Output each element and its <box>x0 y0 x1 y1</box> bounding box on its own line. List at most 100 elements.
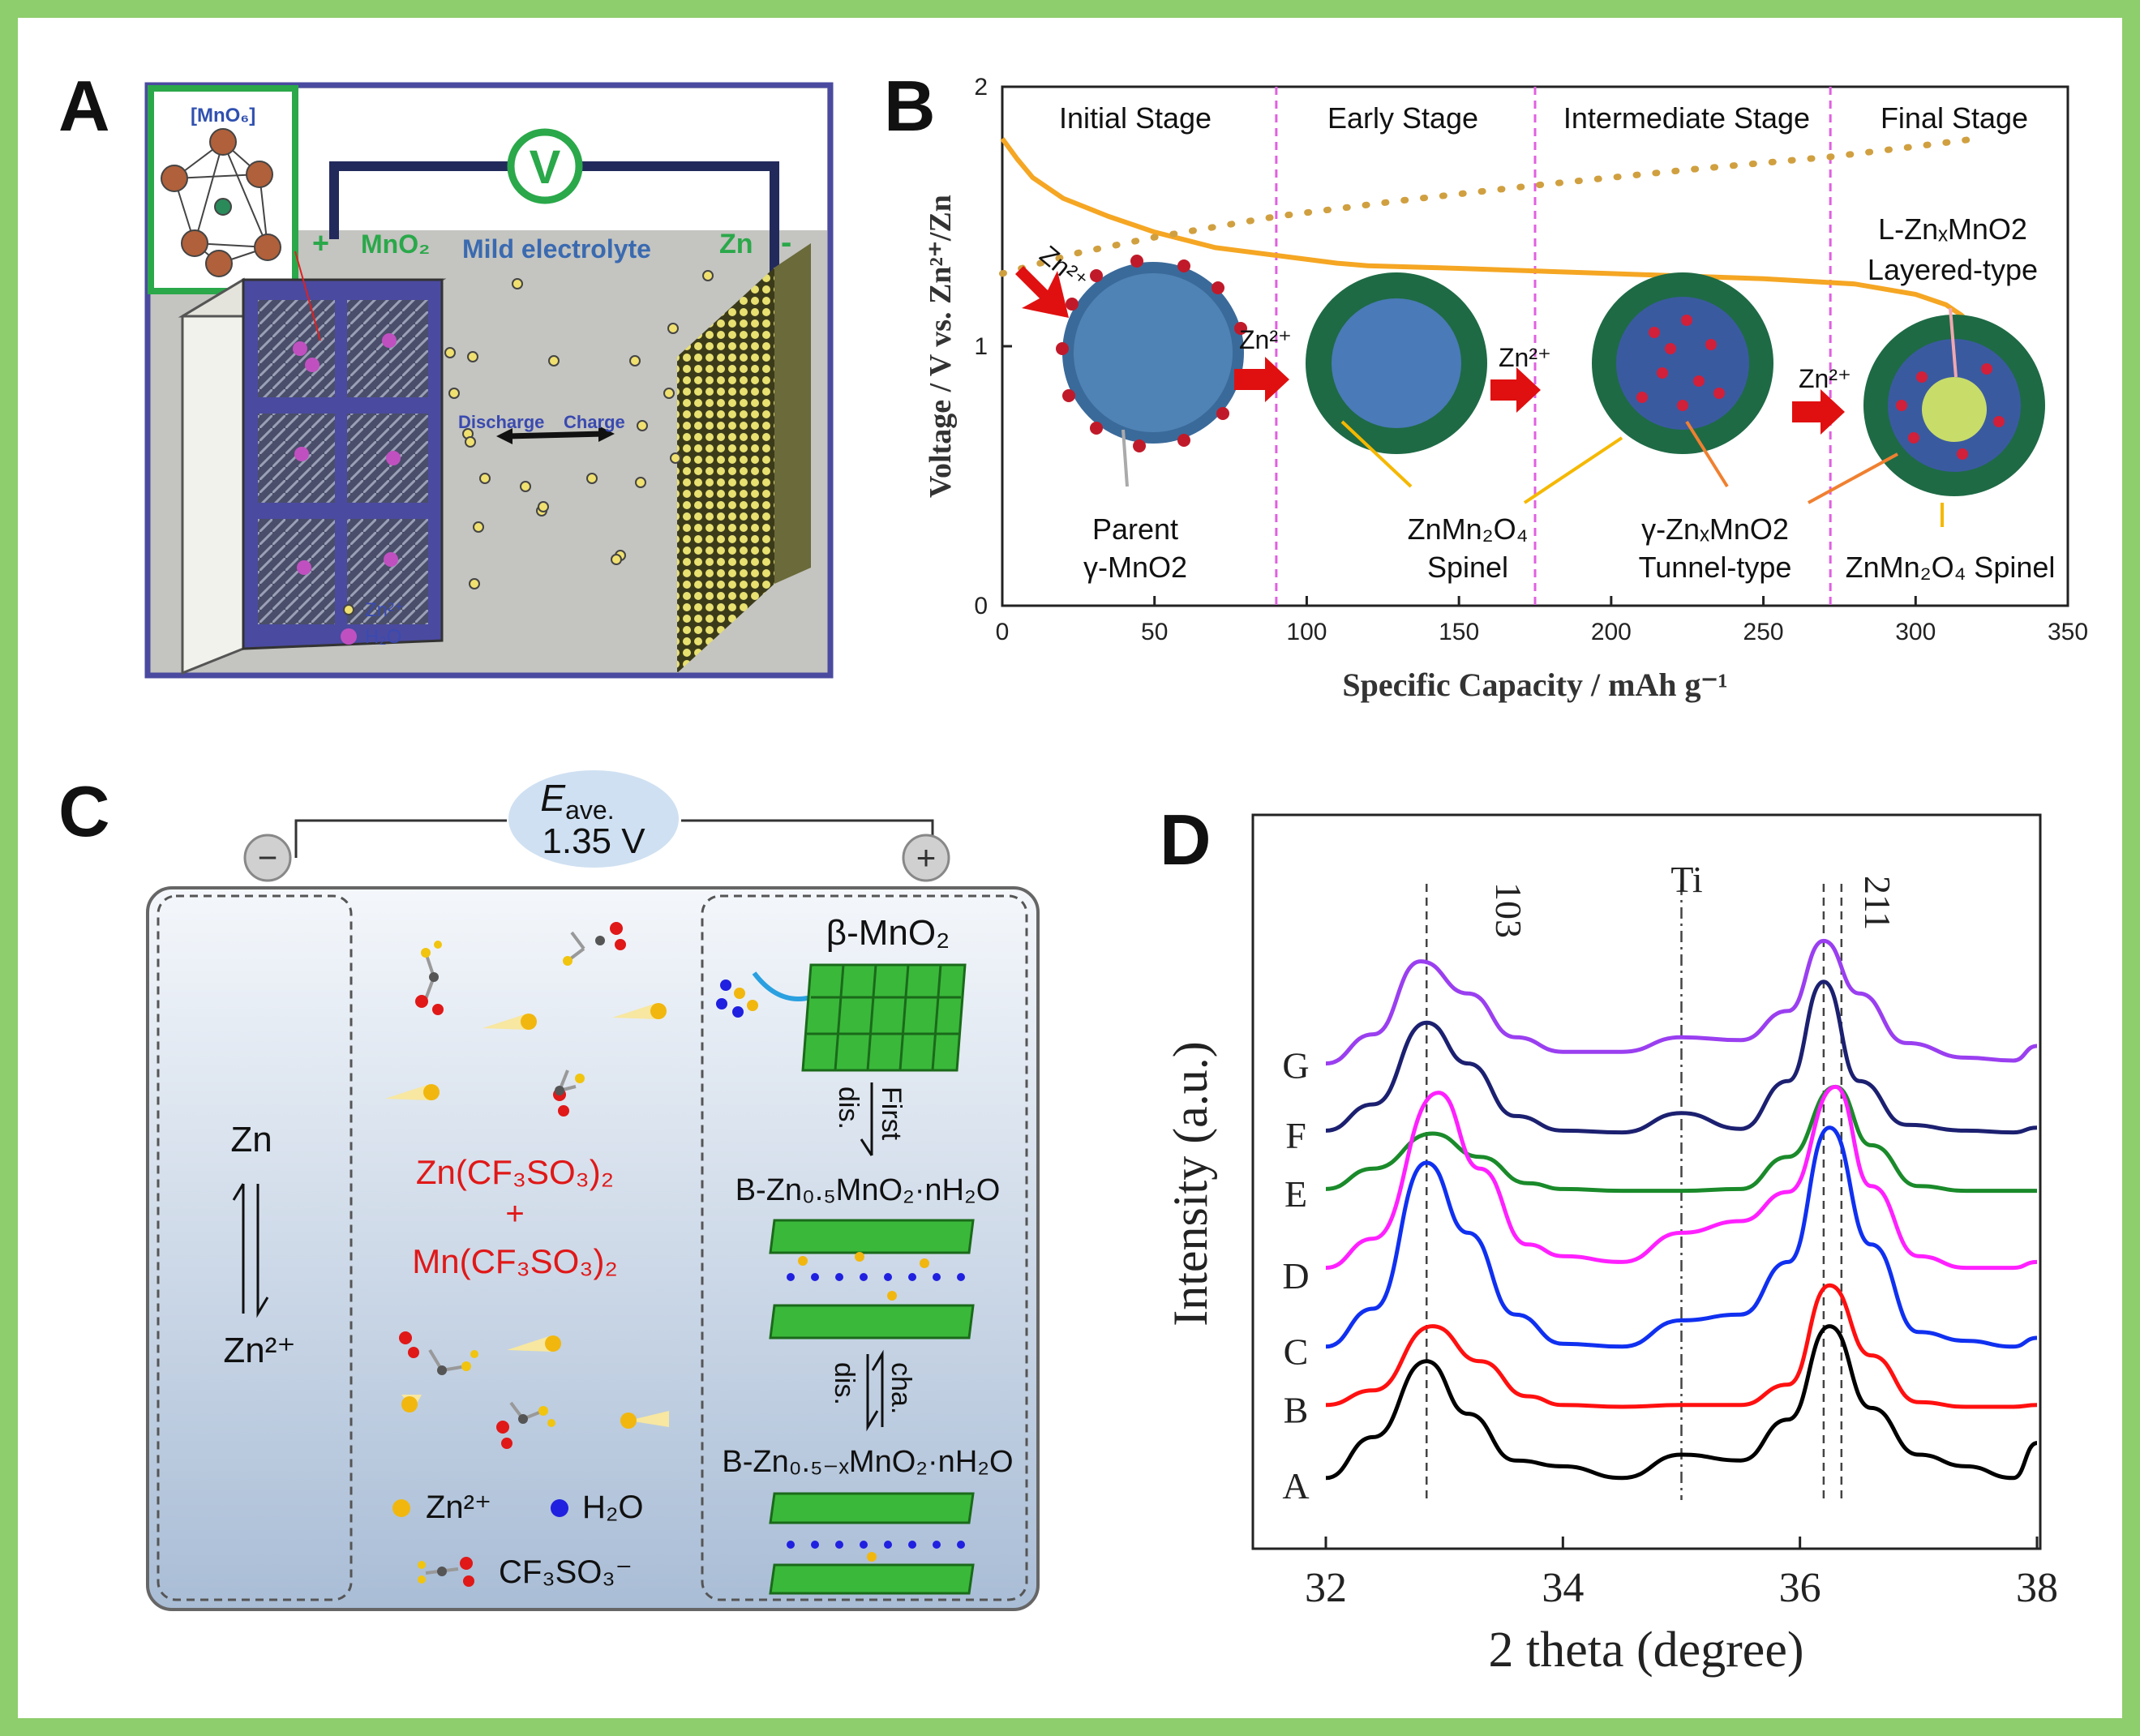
voltage-curve-dotted <box>999 135 1980 277</box>
mno6-octahedron <box>161 128 281 277</box>
panel-b-red-arrows <box>1015 266 1845 435</box>
panel-d-ylabel: Intensity (a.u.) <box>1164 1041 1217 1327</box>
panel-b-curves <box>999 135 1994 354</box>
plus-terminal-c <box>902 834 950 882</box>
panel-d-letter: D <box>1160 799 1212 880</box>
dis-label-1: dis. <box>833 1087 864 1129</box>
layered-label-2: Layered-type <box>1868 253 2038 286</box>
tunnel-label-2: Tunnel-type <box>1639 551 1792 584</box>
anode-label: Zn <box>719 229 753 259</box>
xrd-curve-B <box>1325 1283 2038 1409</box>
equilibrium-arrows <box>232 1183 269 1318</box>
curve-label-E: E <box>1284 1173 1307 1215</box>
voltage-bubble <box>508 770 679 868</box>
legend-water-label: H₂O <box>365 626 401 648</box>
panel-b-xlabel: Specific Capacity / mAh g⁻¹ <box>1342 667 1727 703</box>
panel-b-ylabel: Voltage / V vs. Zn²⁺/Zn <box>924 195 958 498</box>
discharge-charge-arrow <box>506 431 605 439</box>
spinel-label-2: Spinel <box>1427 551 1508 584</box>
circuit-wire <box>329 161 779 276</box>
panel-b-stage-lines <box>1275 87 1832 606</box>
ion-cluster <box>716 979 758 1018</box>
zn-plate-side <box>677 268 774 673</box>
minus-terminal: - <box>781 225 791 260</box>
curve-label-D: D <box>1282 1255 1309 1297</box>
panel-b-particles <box>1056 255 2045 496</box>
x-tick-label-d-34: 34 <box>1542 1565 1584 1611</box>
phase-2-label: B-Zn₀.₅₋ₓMnO₂·nH₂O <box>722 1445 1013 1479</box>
plus-sign-c: + <box>916 838 937 877</box>
xrd-curve-F <box>1325 979 2038 1135</box>
charge-label: Charge <box>564 412 625 432</box>
xrd-curve-A <box>1325 1324 2038 1481</box>
legend-zn-dot-c <box>392 1499 410 1517</box>
ion-label-3: Zn²⁺ <box>1499 343 1551 372</box>
x-tick-label-250: 250 <box>1743 619 1784 645</box>
x-tick-label-0: 0 <box>996 619 1010 645</box>
inset-label: [MnO₆] <box>191 105 255 126</box>
xrd-curve-D <box>1325 1084 2038 1271</box>
spinel2-label: ZnMn₂O₄ Spinel <box>1846 551 2056 584</box>
anode-zn: Zn <box>230 1120 272 1159</box>
zn-ions-moving <box>385 1003 669 1429</box>
curve-label-A: A <box>1282 1465 1309 1507</box>
discharge-label: Discharge <box>458 412 544 432</box>
beta-mno2-label: β-MnO₂ <box>826 913 950 953</box>
layered-structure-2 <box>769 1492 975 1595</box>
legend-zn-label: Zn²⁺ <box>365 599 405 621</box>
x-tick-label-50: 50 <box>1141 619 1168 645</box>
panel-d-xlabel: 2 theta (degree) <box>1489 1622 1804 1678</box>
electrolyte-plus: + <box>505 1196 524 1232</box>
voltmeter <box>507 128 583 204</box>
parent-label-2: γ-MnO2 <box>1083 551 1187 584</box>
x-tick-label-d-36: 36 <box>1779 1565 1821 1611</box>
cha-dis-arrows <box>866 1349 884 1432</box>
phase-1-label: B-Zn₀.₅MnO₂·nH₂O <box>735 1173 1001 1207</box>
stage-final: Final Stage <box>1881 101 2028 135</box>
peak-label-211: 211 <box>1857 876 1898 930</box>
peak-label-ti: Ti <box>1670 859 1702 900</box>
spinel-label-1: ZnMn₂O₄ <box>1408 512 1529 546</box>
voltmeter-label: V <box>530 141 561 194</box>
x-tick-label-100: 100 <box>1286 619 1327 645</box>
voltage-curve-solid <box>1000 137 1994 354</box>
legend-water-dot-c <box>551 1499 568 1517</box>
legend-zn-label-c: Zn²⁺ <box>426 1490 491 1525</box>
minus-sign-c: − <box>258 838 278 877</box>
dis-label-2: dis. <box>829 1362 860 1405</box>
x-tick-label-200: 200 <box>1591 619 1632 645</box>
y-tick-label-1: 1 <box>974 333 988 360</box>
plus-terminal: + <box>312 226 329 259</box>
parent-label-1: Parent <box>1092 512 1178 546</box>
stage-initial: Initial Stage <box>1059 101 1212 135</box>
minus-terminal-c <box>243 834 292 882</box>
stage-early: Early Stage <box>1327 101 1478 135</box>
legend-water-dot <box>341 628 357 645</box>
curve-label-F: F <box>1285 1115 1306 1156</box>
legend-triflate-icon <box>418 1557 474 1587</box>
xrd-curve-C <box>1325 1125 2038 1349</box>
legend-triflate-label-c: CF₃SO₃⁻ <box>499 1554 633 1590</box>
x-tick-label-150: 150 <box>1439 619 1479 645</box>
cathode-label: MnO₂ <box>361 229 430 259</box>
peak-label-103: 103 <box>1488 882 1529 938</box>
tunnel-label-1: γ-ZnₓMnO2 <box>1641 512 1789 546</box>
cha-label: cha. <box>886 1362 916 1414</box>
voltage-label: Eave. <box>540 777 614 825</box>
ion-label-2: Zn²⁺ <box>1239 325 1292 354</box>
ion-insertion-swoosh <box>752 971 812 1001</box>
electrolyte-molecules <box>399 922 626 1449</box>
anode-zn-ion: Zn²⁺ <box>223 1331 295 1370</box>
cathode-inset-pointer <box>294 251 321 341</box>
electrolyte-label: Mild electrolyte <box>462 234 651 264</box>
curve-label-G: G <box>1282 1045 1309 1087</box>
xrd-curve-E <box>1325 1084 2038 1194</box>
arrowhead-left <box>496 428 512 444</box>
